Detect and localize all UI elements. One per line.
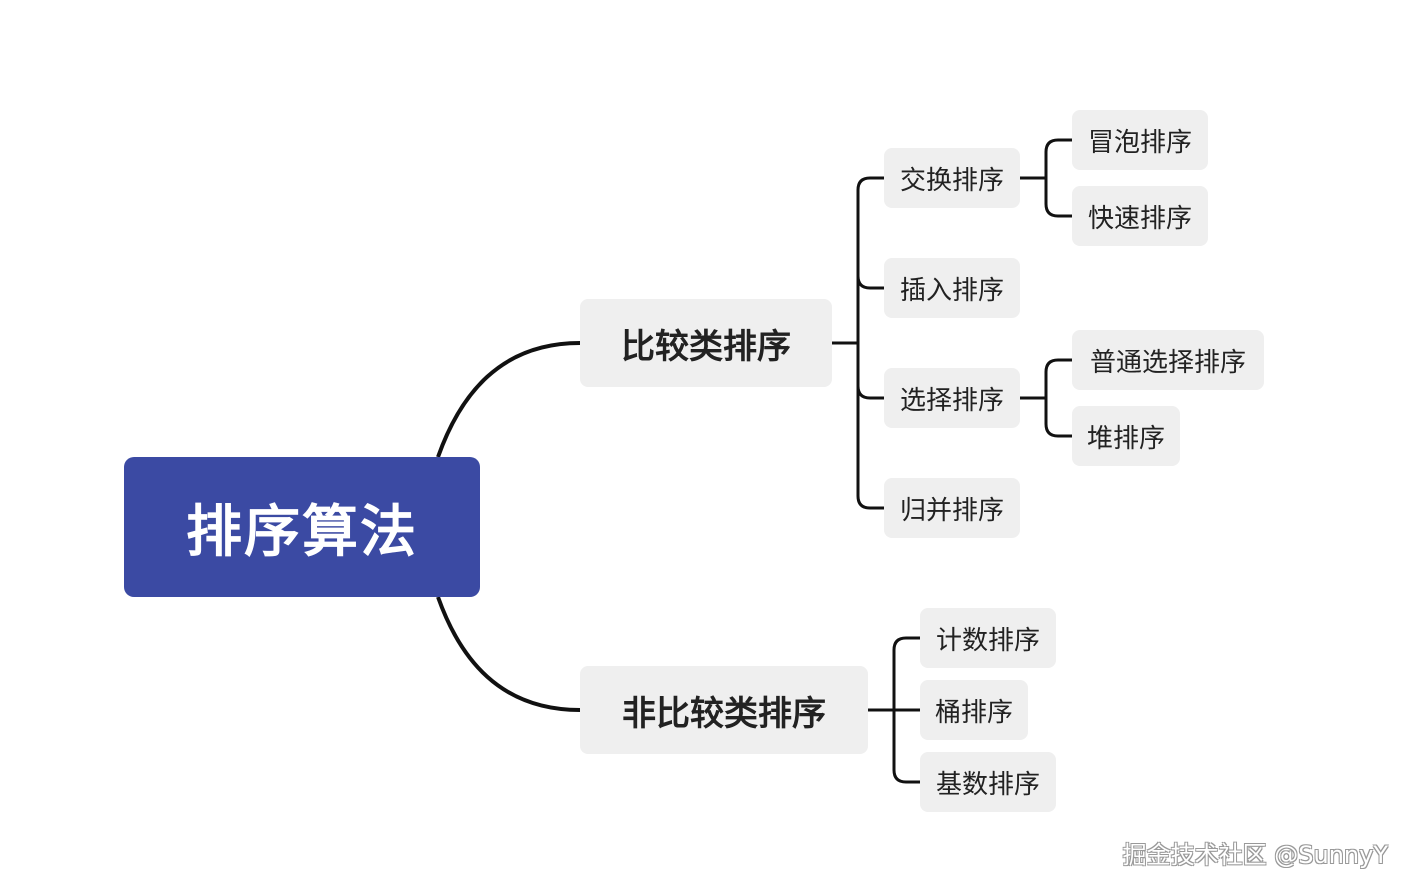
connector-exchange-children: [1020, 138, 1072, 218]
node-bubble-sort[interactable]: 冒泡排序: [1072, 110, 1208, 170]
node-radix-sort[interactable]: 基数排序: [920, 752, 1056, 812]
node-counting-sort[interactable]: 计数排序: [920, 608, 1056, 668]
connector-root-to-noncomparison: [436, 596, 581, 712]
connector-comparison-trunk: [832, 176, 884, 510]
branch-comparison-sort[interactable]: 比较类排序: [580, 299, 832, 387]
connector-root-to-comparison: [436, 341, 581, 458]
branch-noncomparison-sort[interactable]: 非比较类排序: [580, 666, 868, 754]
node-quick-sort[interactable]: 快速排序: [1072, 186, 1208, 246]
node-exchange-sort[interactable]: 交换排序: [884, 148, 1020, 208]
connector-selection-children: [1020, 358, 1072, 438]
node-merge-sort[interactable]: 归并排序: [884, 478, 1020, 538]
node-bucket-sort[interactable]: 桶排序: [920, 680, 1028, 740]
node-insertion-sort[interactable]: 插入排序: [884, 258, 1020, 318]
node-plain-selection-sort[interactable]: 普通选择排序: [1072, 330, 1264, 390]
root-node[interactable]: 排序算法: [124, 457, 480, 597]
node-heap-sort[interactable]: 堆排序: [1072, 406, 1180, 466]
watermark-text: 掘金技术社区 @SunnyY: [1122, 841, 1388, 869]
connector-noncomparison-trunk: [868, 636, 920, 784]
node-selection-sort[interactable]: 选择排序: [884, 368, 1020, 428]
